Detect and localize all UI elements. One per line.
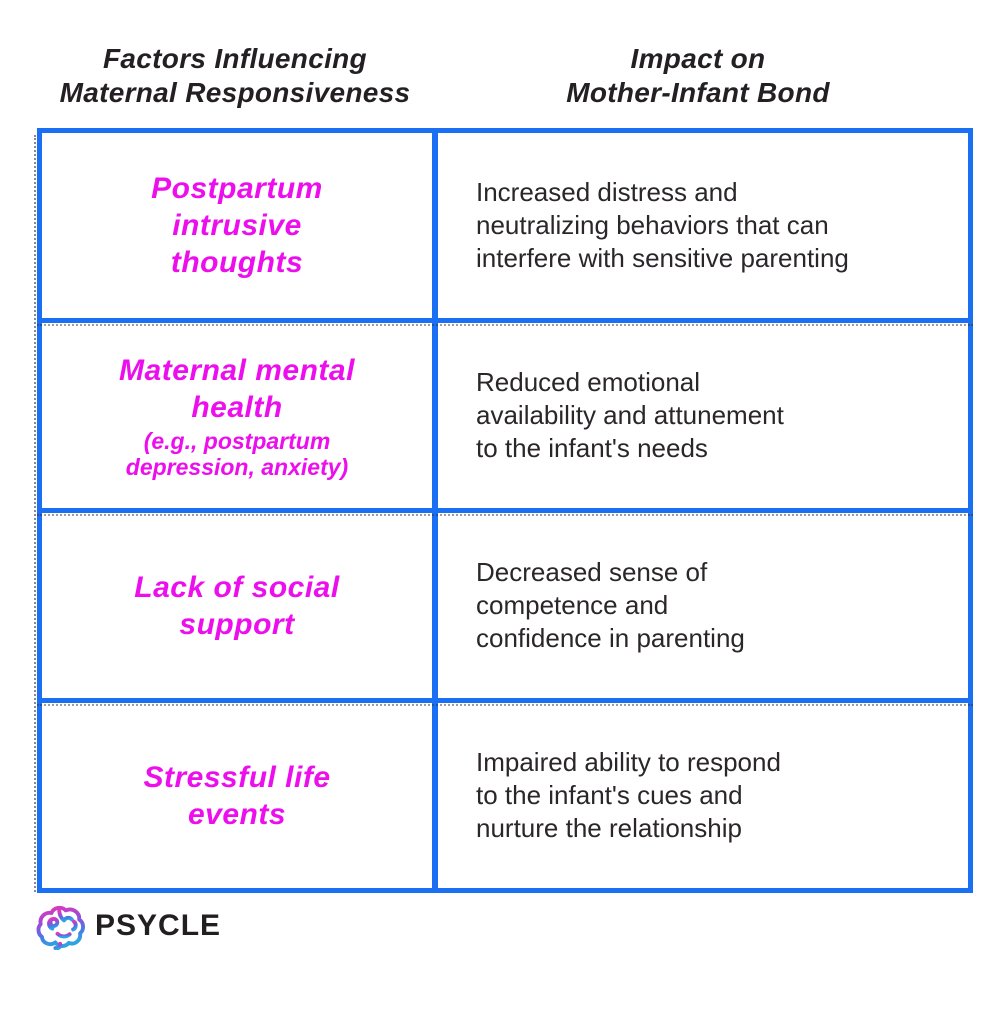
impact-cell: Impaired ability to respond to the infan… [438,703,968,888]
factor-label: Postpartum intrusive thoughts [151,172,323,279]
factor-note: (e.g., postpartum depression, anxiety) [125,427,349,480]
factor-cell: Postpartum intrusive thoughts [42,133,438,318]
impact-cell: Reduced emotional availability and attun… [438,323,968,508]
brand-footer: PSYCLE [35,902,221,950]
factor-label: Lack of social support [134,570,340,641]
impact-text: Impaired ability to respond to the infan… [476,747,781,843]
factor-cell: Lack of social support [42,513,438,698]
table-row: Stressful life events Impaired ability t… [37,698,973,888]
factor-cell: Stressful life events [42,703,438,888]
factor-label: Stressful life events [143,760,331,831]
brain-icon [36,905,85,950]
impact-text: Reduced emotional availability and attun… [476,367,784,463]
brand-name: PSYCLE [95,909,222,942]
impact-cell: Decreased sense of competence and confid… [438,513,968,698]
right-column-header: Impact on Mother-Infant Bond [566,43,830,108]
factor-cell: Maternal mental health (e.g., postpartum… [42,323,438,508]
table-row: Lack of social support Decreased sense o… [37,508,973,698]
impact-text: Decreased sense of competence and confid… [476,557,745,653]
impact-text: Increased distress and neutralizing beha… [476,177,849,273]
table-row: Postpartum intrusive thoughts Increased … [42,133,968,318]
left-column-header: Factors Influencing Maternal Responsiven… [59,43,411,108]
column-headers: Factors Influencing Maternal Responsiven… [37,42,973,110]
impact-cell: Increased distress and neutralizing beha… [438,133,968,318]
factor-label: Maternal mental health [119,353,355,424]
factors-impact-table: Postpartum intrusive thoughts Increased … [34,128,973,893]
table-row: Maternal mental health (e.g., postpartum… [37,318,973,508]
